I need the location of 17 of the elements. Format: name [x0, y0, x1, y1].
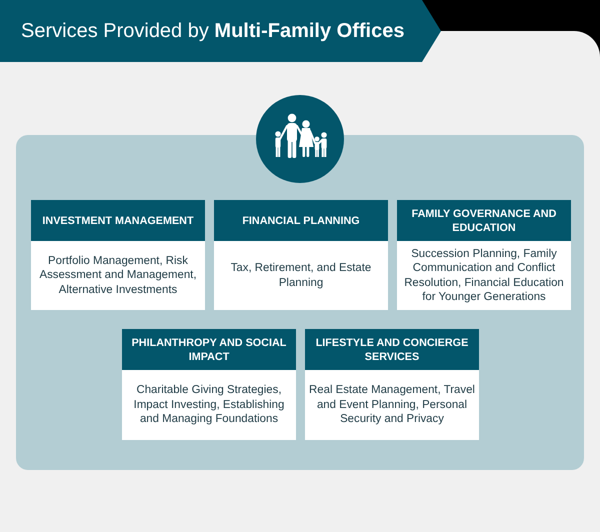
- card-heading: FAMILY GOVERNANCE AND EDUCATION: [397, 200, 571, 241]
- service-description: Portfolio Management, Risk Assessment and Management, Alternative Investments: [38, 254, 198, 298]
- background-panel: [16, 135, 584, 470]
- service-card: [305, 329, 479, 440]
- service-card: [31, 200, 205, 310]
- card-heading: INVESTMENT MANAGEMENT: [31, 200, 205, 241]
- service-card: [214, 200, 388, 310]
- service-description: Tax, Retirement, and Estate Planning: [230, 261, 372, 290]
- card-heading: LIFESTYLE AND CONCIERGE SERVICES: [305, 329, 479, 370]
- service-card: [397, 200, 571, 310]
- card-heading: FINANCIAL PLANNING: [214, 200, 388, 241]
- title: Services Provided by Multi-Family Offices: [21, 19, 404, 43]
- service-description: Charitable Giving Strategies, Impact Investing, Establishing and Managing Foundations: [132, 383, 286, 427]
- service-card: [122, 329, 296, 440]
- service-description: Succession Planning, Family Communication and Conflict Resolution, Financial Education for Younger Generations: [403, 246, 565, 304]
- service-description: Real Estate Management, Travel and Event Planning, Personal Security and Privacy: [308, 383, 476, 427]
- card-heading: PHILANTHROPY AND SOCIAL IMPACT: [122, 329, 296, 370]
